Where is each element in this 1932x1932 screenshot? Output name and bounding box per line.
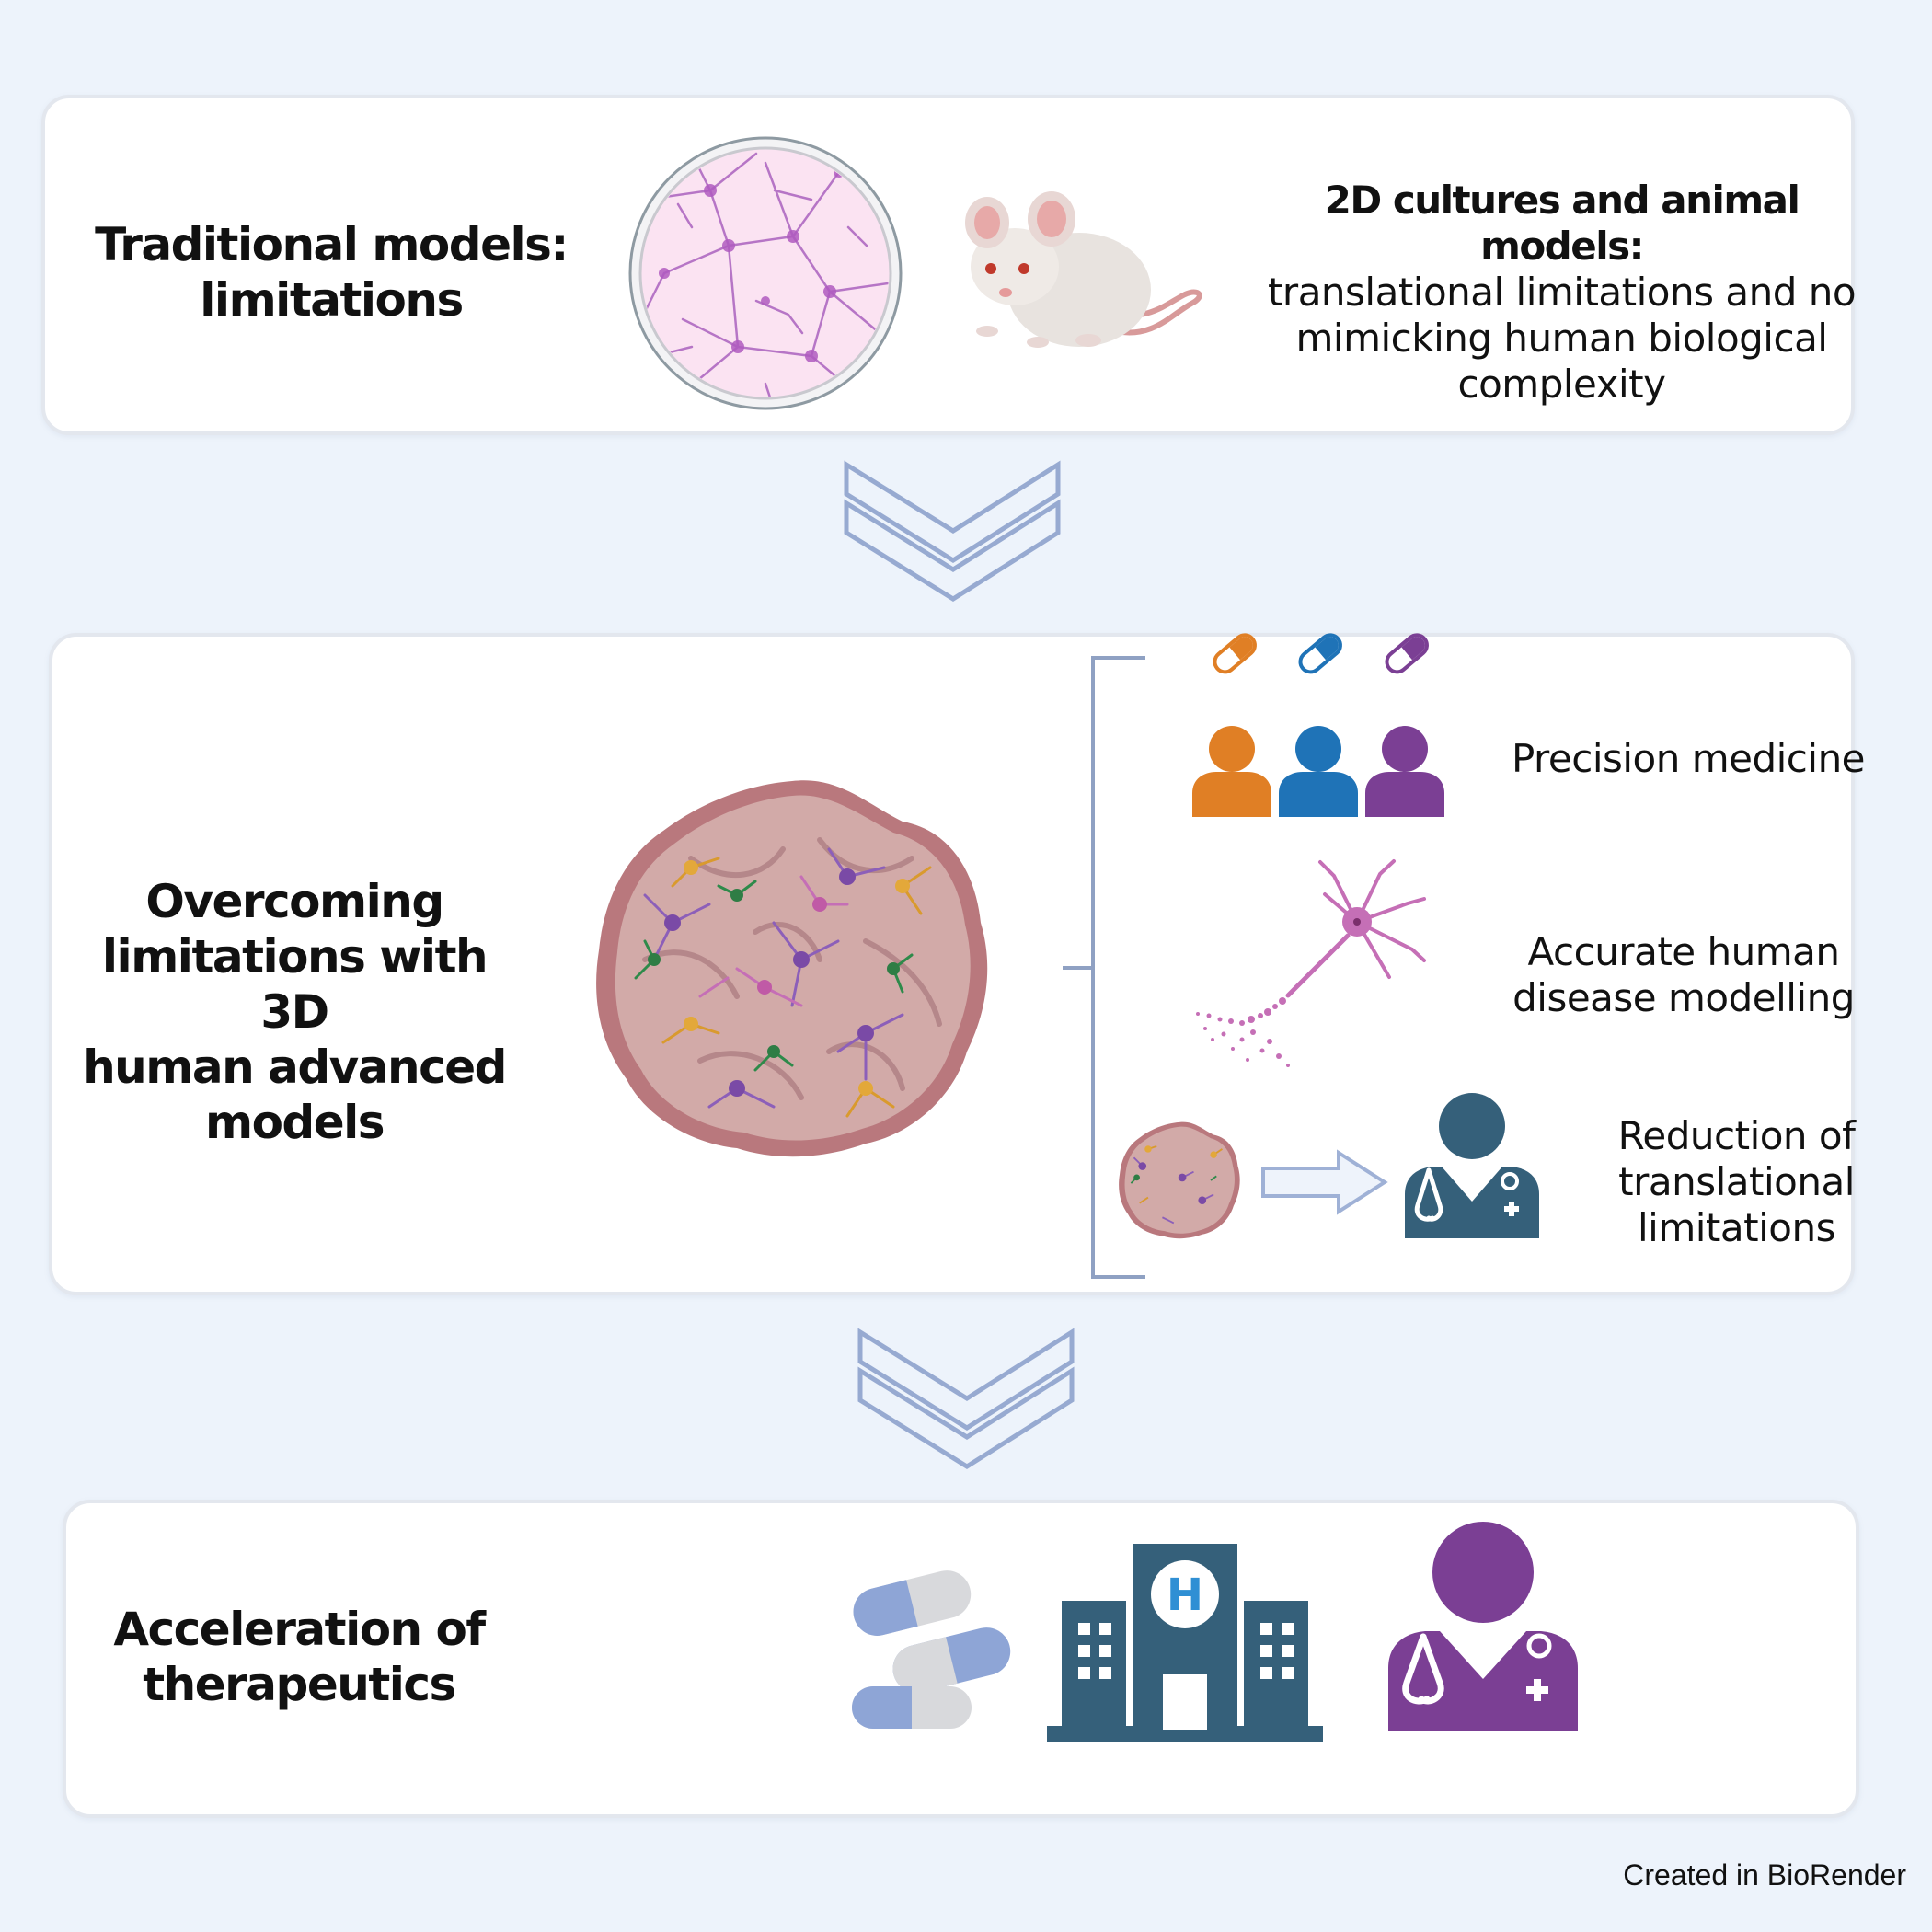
benefit-line: Reduction of	[1617, 1113, 1856, 1158]
benefit-line: Accurate human	[1527, 929, 1840, 974]
benefit-line: Precision medicine	[1511, 736, 1866, 781]
benefit-precision-medicine: Precision medicine	[1490, 736, 1886, 782]
hospital-icon: H	[1047, 1544, 1323, 1742]
patient-group-icon	[1192, 633, 1444, 817]
organoid-icon	[1119, 1121, 1240, 1239]
brain-organoid-icon	[596, 780, 988, 1157]
description-line: translational limitations and no	[1267, 270, 1857, 315]
section-heading-traditional: Traditional models: limitations	[92, 217, 570, 328]
section-heading-advanced: Overcoming limitations with 3D human adv…	[74, 874, 515, 1150]
heading-line: Overcoming	[145, 875, 444, 928]
doctor-icon	[1405, 1093, 1539, 1238]
benefit-line: translational	[1618, 1159, 1855, 1204]
description-line: mimicking human biological	[1295, 316, 1828, 361]
description-title: 2D cultures and animal models:	[1324, 178, 1800, 269]
petri-dish-neurons-icon	[628, 136, 903, 410]
capsule-icon	[1298, 633, 1342, 674]
heading-line: limitations	[200, 273, 464, 327]
arrow-right-icon	[1261, 1149, 1388, 1215]
bracket-divider	[1063, 656, 1145, 1279]
panel-traditional-models	[41, 95, 1855, 435]
degenerating-neuron-icon	[1196, 859, 1426, 1067]
capsule-icon	[1213, 633, 1257, 674]
section-heading-acceleration: Acceleration of therapeutics	[101, 1602, 497, 1712]
capsule-icon	[1385, 633, 1429, 674]
section-description-traditional: 2D cultures and animal models: translati…	[1237, 178, 1886, 408]
heading-line: Acceleration of	[113, 1603, 486, 1656]
benefit-line: disease modelling	[1512, 975, 1855, 1020]
heading-line: human advanced	[83, 1041, 507, 1094]
heading-line: models	[204, 1096, 385, 1149]
chevron-down-icon	[844, 460, 1061, 602]
heading-line: therapeutics	[143, 1658, 456, 1711]
biorender-credit: Created in BioRender	[1623, 1858, 1906, 1892]
heading-line: limitations with 3D	[101, 930, 489, 1039]
chevron-down-icon	[857, 1328, 1075, 1469]
hospital-sign: H	[1167, 1570, 1203, 1621]
doctor-icon	[1388, 1522, 1578, 1731]
benefit-reduction-translational: Reduction of translational limitations	[1564, 1113, 1909, 1251]
capsules-icon	[852, 1570, 1011, 1729]
heading-line: Traditional models:	[95, 218, 569, 271]
benefit-disease-modelling: Accurate human disease modelling	[1490, 929, 1877, 1021]
benefit-line: limitations	[1638, 1205, 1835, 1250]
mouse-icon	[965, 191, 1202, 348]
description-line: complexity	[1457, 362, 1666, 407]
